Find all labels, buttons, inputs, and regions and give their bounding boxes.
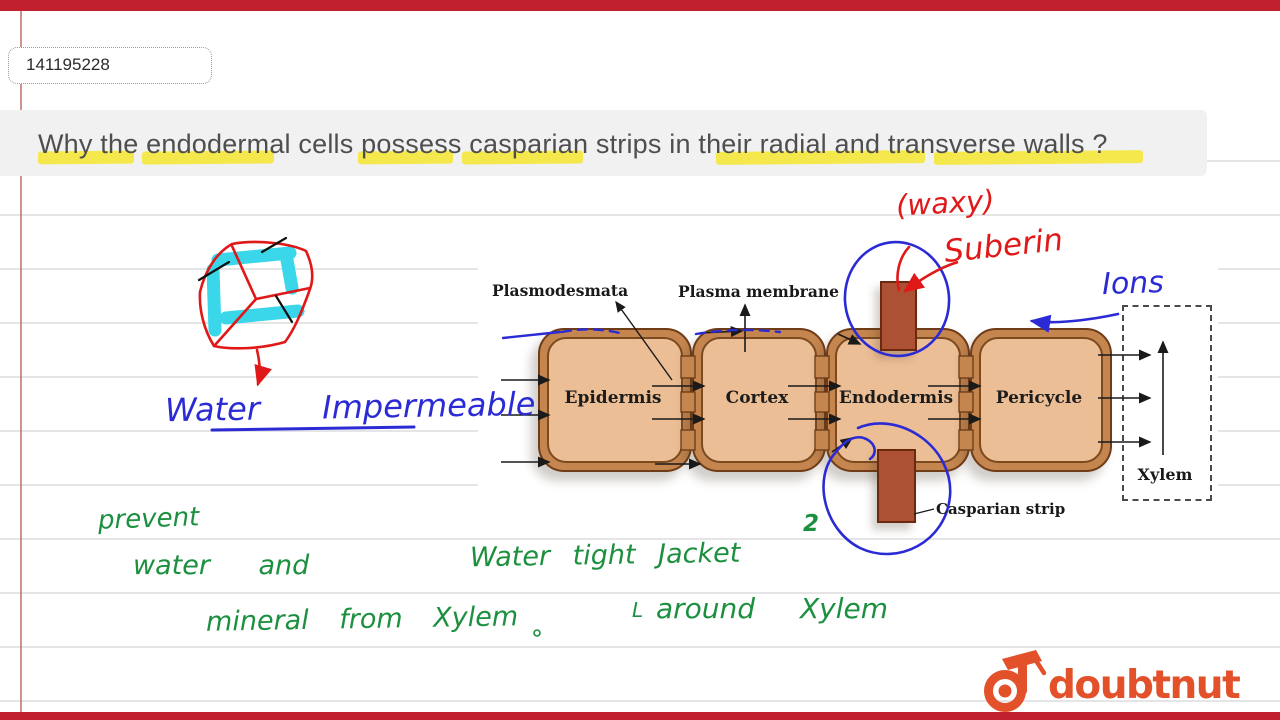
casparian-strip-label: Casparian strip [936,500,1066,518]
doubtnut-logo-icon [984,650,1047,712]
top-red-bar [0,0,1280,11]
cell-label-epidermis: Epidermis [564,388,662,408]
cell-cortex [692,328,826,472]
cell-label-endodermis: Endodermis [838,388,954,408]
around-xylem-note: around Xylem [656,592,888,625]
water-tight-jacket-note: Water tight Jacket [469,537,741,574]
water-impermeable-note: Water Impermeable [165,385,536,429]
plasma-membrane-label: Plasma membrane [678,282,839,301]
question-text: Why the endodermal cells possess caspari… [38,129,1108,159]
xylem-label: Xylem [1137,465,1193,484]
casparian-strip-top [880,281,917,351]
step-2-marker: 2 [803,511,820,537]
doubtnut-wordmark: doubtnut [1048,663,1241,708]
question-id: 141195228 [26,55,110,74]
impermeable-word: Impermeable [321,384,536,427]
question-id-box [8,47,212,84]
cell-label-cortex: Cortex [725,388,789,408]
plasmodesmata-label: Plasmodesmata [492,281,629,300]
water-word: Water [164,389,261,430]
casparian-strip-bottom [877,449,916,523]
cell-label-pericycle: Pericycle [995,388,1083,408]
cell-pericycle-interior [979,337,1103,463]
bottom-red-bar [0,712,1280,720]
cell-pericycle [970,328,1112,472]
water-and-note: water and [133,550,310,581]
notebook-margin-line [20,11,22,712]
question-bar [0,110,1207,176]
hw-space [270,419,312,420]
prevent-note: prevent [97,502,200,536]
l-arrow-mark: L [632,598,644,622]
xylem-box [1122,305,1212,501]
doubtnut-logo [978,646,1234,718]
mineral-from-xylem-note: mineral from Xylem [205,601,519,638]
ions-note: Ions [1101,264,1165,303]
waxy-note: (waxy) [895,183,996,223]
